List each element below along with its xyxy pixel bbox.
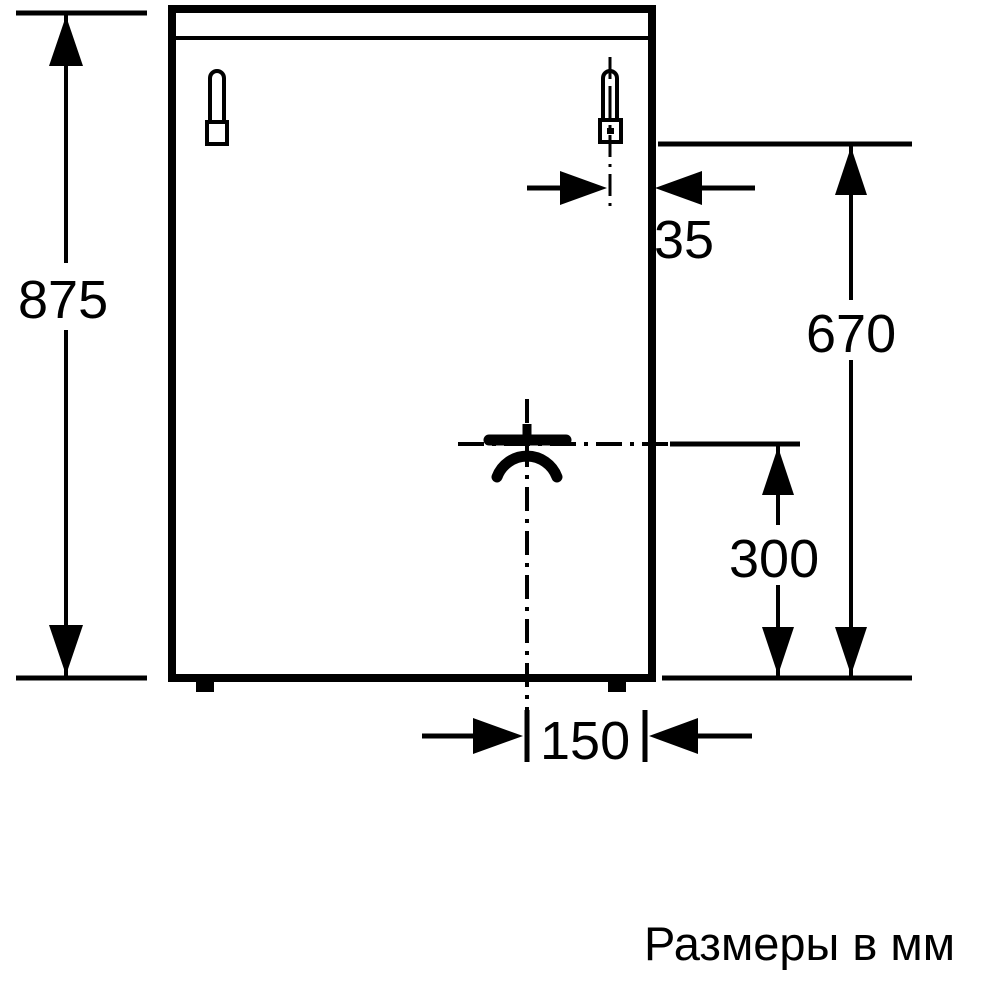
arrowhead-35-left xyxy=(560,171,607,205)
appliance-outline xyxy=(168,5,656,692)
dimension-300: 300 xyxy=(670,441,819,678)
gas-symbol-arc xyxy=(491,450,563,483)
arrowhead-875-bottom xyxy=(49,625,83,675)
socket-base-left xyxy=(205,120,229,146)
electrical-connection-symbol-left xyxy=(205,69,229,146)
dimension-label-300: 300 xyxy=(729,529,819,589)
socket-base-right xyxy=(598,118,623,144)
arrowhead-150-right xyxy=(649,718,698,754)
arrowhead-300-bottom xyxy=(762,627,794,675)
appliance-body-rect xyxy=(168,5,656,682)
dimension-label-875: 875 xyxy=(18,270,108,330)
arrowhead-300-top xyxy=(762,447,794,495)
dimension-label-670: 670 xyxy=(806,304,896,364)
dimension-35: 35 xyxy=(527,171,755,270)
dimension-150: 150 xyxy=(422,710,752,771)
units-caption: Размеры в мм xyxy=(644,917,955,970)
socket-pin-right xyxy=(607,128,614,134)
arrowhead-670-top xyxy=(835,147,867,195)
dimension-875: 875 xyxy=(16,10,147,681)
arrowhead-670-bottom xyxy=(835,627,867,675)
appliance-foot-right xyxy=(608,678,626,692)
arrowhead-35-right xyxy=(655,171,702,205)
arrowhead-875-top xyxy=(49,16,83,66)
dimension-label-150: 150 xyxy=(540,711,630,771)
dimension-670: 670 xyxy=(658,141,912,681)
electrical-connection-symbol-right xyxy=(598,57,623,212)
arrowhead-150-left xyxy=(473,718,523,754)
appliance-foot-left xyxy=(196,678,214,692)
socket-shaft-left xyxy=(208,69,226,124)
dimension-label-35: 35 xyxy=(654,210,714,270)
socket-shaft-right xyxy=(601,69,619,122)
